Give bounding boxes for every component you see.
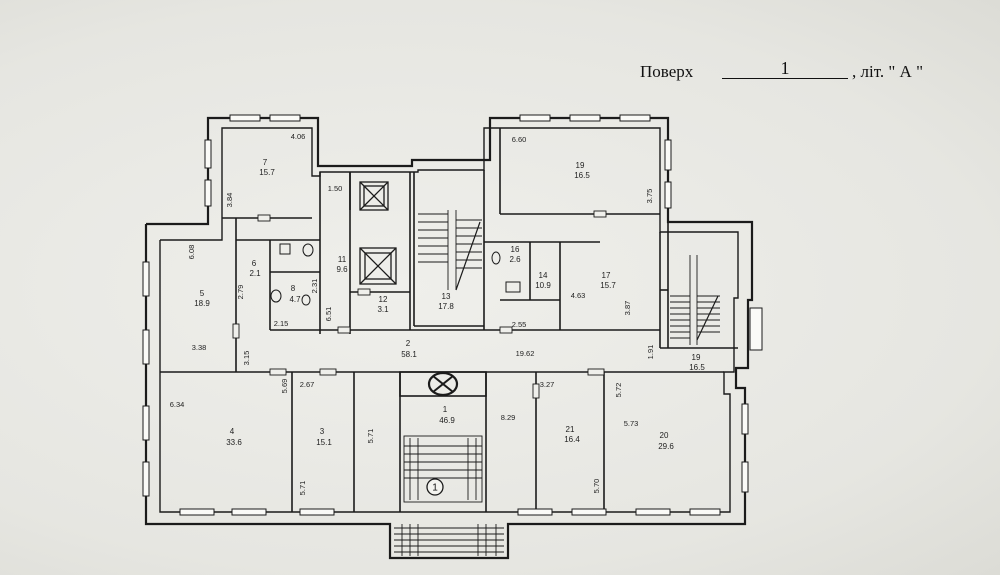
- dim-1-91: 1.91: [646, 345, 655, 360]
- room-17-area: 15.7: [600, 281, 616, 290]
- dim-6-34: 6.34: [170, 400, 185, 409]
- elevator-lower: [359, 247, 397, 285]
- room-5-area: 18.9: [194, 299, 210, 308]
- door-marks: [232, 210, 607, 399]
- room-20-area: 29.6: [658, 442, 674, 451]
- dim-2-79: 2.79: [236, 285, 245, 300]
- room-14-number: 14: [539, 271, 548, 280]
- room-11-number: 11: [338, 255, 347, 264]
- floor-value: 1: [722, 58, 848, 79]
- dim-3-27: 3.27: [540, 380, 555, 389]
- dim-5-71-b: 5.71: [298, 481, 307, 496]
- room-6-area: 2.1: [249, 269, 261, 278]
- dim-8-29: 8.29: [501, 413, 516, 422]
- room-17-number: 17: [602, 271, 611, 280]
- room-8-number: 8: [291, 284, 296, 293]
- room-2-area: 58.1: [401, 350, 417, 359]
- dim-6-51: 6.51: [324, 307, 333, 322]
- inner-wall-outline: [159, 127, 739, 513]
- room-5-number: 5: [200, 289, 205, 298]
- window-marks: [142, 114, 763, 516]
- dim-19-62: 19.62: [516, 349, 535, 358]
- room-4-area: 33.6: [226, 438, 242, 447]
- room-labels: 7 15.7 19 16.5 6 2.1 8 4.7 5 18.9 11 9.6…: [194, 158, 705, 451]
- dim-3-75: 3.75: [645, 189, 654, 204]
- room-19-area: 16.5: [689, 363, 705, 372]
- room-21-area: 16.4: [564, 435, 580, 444]
- room-2-number: 2: [406, 339, 411, 348]
- room-19-number: 19: [692, 353, 701, 362]
- lobby-fixture: [399, 371, 487, 397]
- dim-2-31: 2.31: [310, 279, 319, 294]
- dim-4-06: 4.06: [291, 132, 306, 141]
- elevators: [359, 181, 397, 285]
- dim-3-87: 3.87: [623, 301, 632, 316]
- room-4-number: 4: [230, 427, 235, 436]
- room-6-number: 6: [252, 259, 257, 268]
- room-1-number: 1: [443, 405, 448, 414]
- room-12-area: 3.1: [377, 305, 389, 314]
- sanitary-fixtures: [270, 243, 521, 306]
- floor-header: Поверх 1 , літ. " А ": [640, 58, 980, 88]
- entrance-marker-number: 1: [432, 483, 438, 494]
- floor-label: Поверх: [640, 62, 694, 81]
- dim-2-15: 2.15: [274, 319, 289, 328]
- partitions: [160, 128, 738, 512]
- room-11-area: 9.6: [336, 265, 348, 274]
- entrance-marker-circle: [426, 478, 444, 496]
- dim-5-71-a: 5.71: [366, 429, 375, 444]
- dim-5-73: 5.73: [624, 419, 639, 428]
- dim-3-84: 3.84: [225, 193, 234, 208]
- letter-label: , літ. " А ": [852, 62, 924, 81]
- dim-6-60: 6.60: [512, 135, 527, 144]
- dim-5-69: 5.69: [280, 379, 289, 394]
- stairs: [394, 210, 720, 556]
- room-7-number: 7: [263, 158, 268, 167]
- room-16-number: 16: [511, 245, 520, 254]
- dimension-labels: 4.06 3.84 1.50 6.60 3.75 6.08 2.79 2.31 …: [170, 132, 655, 495]
- room-1-area: 46.9: [439, 416, 455, 425]
- dim-5-70: 5.70: [592, 479, 601, 494]
- room-3-area: 15.1: [316, 438, 332, 447]
- room-14-area: 10.9: [535, 281, 551, 290]
- room-12-number: 12: [379, 295, 388, 304]
- room-13-area: 17.8: [438, 302, 454, 311]
- dim-3-15: 3.15: [242, 351, 251, 366]
- room-7-area: 15.7: [259, 168, 275, 177]
- dim-4-63: 4.63: [571, 291, 586, 300]
- room-18-area: 16.5: [574, 171, 590, 180]
- dim-5-72: 5.72: [614, 383, 623, 398]
- dim-1-50: 1.50: [328, 184, 343, 193]
- room-16-area: 2.6: [509, 255, 521, 264]
- room-21-number: 21: [566, 425, 575, 434]
- room-3-number: 3: [320, 427, 325, 436]
- dim-3-38: 3.38: [192, 343, 207, 352]
- outer-walls: [144, 116, 754, 560]
- elevator-upper: [359, 181, 389, 211]
- room-20-number: 20: [660, 431, 669, 440]
- room-18-number: 19: [576, 161, 585, 170]
- dim-6-08: 6.08: [187, 245, 196, 260]
- room-8-area: 4.7: [289, 295, 301, 304]
- outer-wall-outline: [144, 116, 754, 560]
- dim-2-67: 2.67: [300, 380, 315, 389]
- room-13-number: 13: [442, 292, 451, 301]
- dim-2-55: 2.55: [512, 320, 527, 329]
